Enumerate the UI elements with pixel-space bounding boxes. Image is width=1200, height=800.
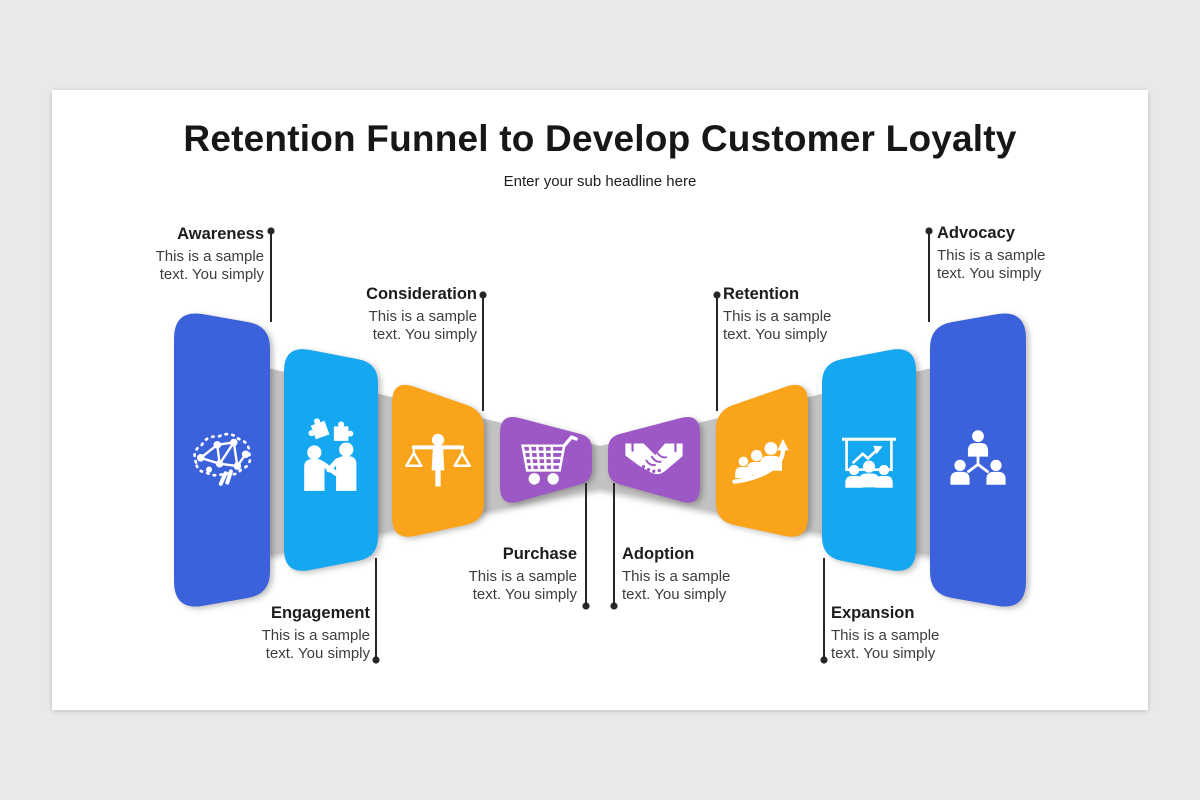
stage-description: This is a sample text. You simply [261,627,370,662]
funnel-block-expansion [822,349,916,571]
stage-description: This is a sample text. You simply [155,248,264,283]
connector-dot-retention [713,291,721,299]
stage-label-consideration: Consideration This is a sample text. You… [357,285,477,343]
connector-dot-advocacy [925,227,933,235]
stage-label-advocacy: Advocacy This is a sample text. You simp… [937,224,1057,282]
connector-dot-expansion [820,656,828,664]
stage-label-awareness: Awareness This is a sample text. You sim… [144,225,264,283]
stage-label-expansion: Expansion This is a sample text. You sim… [831,604,951,662]
page-title: Retention Funnel to Develop Customer Loy… [183,118,1017,159]
stage-description: This is a sample text. You simply [723,308,832,343]
connector-dot-consideration [479,291,487,299]
stage-description: This is a sample text. You simply [937,247,1046,282]
stage-title: Engagement [270,604,370,622]
stage-title: Retention [723,285,800,303]
connectors-group [267,227,933,664]
stage-description: This is a sample text. You simply [622,568,731,603]
funnel-block-engagement [284,349,378,571]
connector-dot-engagement [372,656,380,664]
connector-dot-awareness [267,227,275,235]
stage-title: Expansion [831,604,915,622]
stage-title: Consideration [366,285,477,303]
connector-dot-purchase [582,602,590,610]
stage-title: Awareness [177,225,264,243]
stage-title: Purchase [502,545,577,563]
stage-label-adoption: Adoption This is a sample text. You simp… [622,545,742,603]
stage-description: This is a sample text. You simply [831,627,940,662]
stage-label-purchase: Purchase This is a sample text. You simp… [457,545,577,603]
stage-description: This is a sample text. You simply [368,308,477,343]
connector-dot-adoption [610,602,618,610]
stage-description: This is a sample text. You simply [468,568,577,603]
stage-label-engagement: Engagement This is a sample text. You si… [250,604,370,662]
stage-label-retention: Retention This is a sample text. You sim… [723,285,843,343]
stage-title: Adoption [622,545,695,563]
stage-title: Advocacy [937,224,1015,242]
page-subtitle: Enter your sub headline here [503,173,697,190]
